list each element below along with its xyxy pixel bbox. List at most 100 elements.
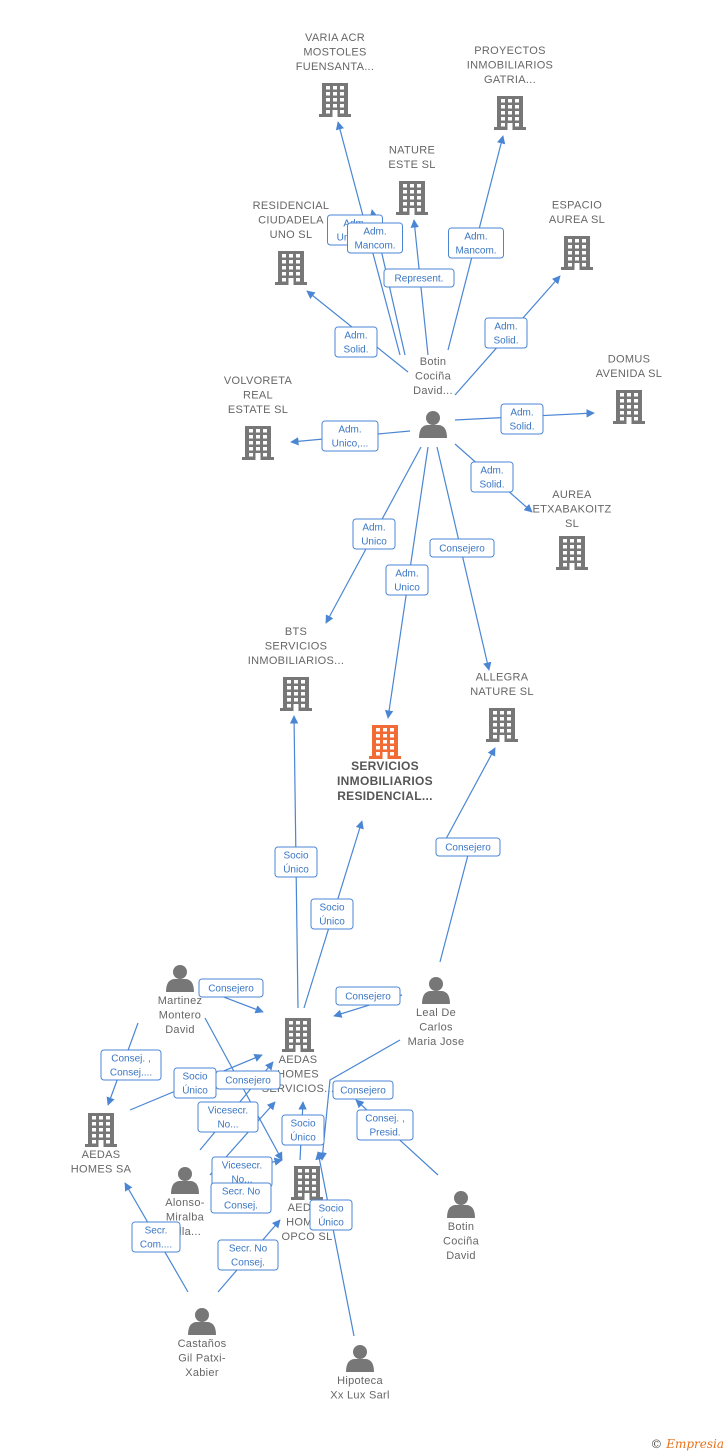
edge-label[interactable]: Consej. ,Presid. <box>356 1109 414 1141</box>
edge-line <box>436 446 492 671</box>
building-icon <box>291 1166 323 1200</box>
building-icon <box>613 390 645 424</box>
edge-label-text: Secr.Com.... <box>140 1226 172 1251</box>
edge-label-text: Represent. <box>395 274 444 285</box>
edge-label[interactable]: Adm.Unico,... <box>321 420 379 452</box>
building-icon <box>486 708 518 742</box>
edge-label[interactable]: Adm.Mancom. <box>347 222 403 254</box>
edge-label[interactable]: Adm.Solid. <box>334 326 378 358</box>
edge-label[interactable]: Consejero <box>435 837 501 857</box>
edge-label-text: Adm.Solid. <box>493 322 518 347</box>
building-icon <box>319 83 351 117</box>
edge-label[interactable]: Consejero <box>335 986 401 1006</box>
person-icon <box>171 1167 199 1194</box>
brand-name: Empresia <box>666 1437 724 1451</box>
edge-label-text: Adm.Unico <box>394 569 420 594</box>
building-icon <box>494 96 526 130</box>
edge-label-text: Adm.Solid. <box>479 466 504 491</box>
edge-label-text: Vicesecr.No... <box>208 1106 248 1131</box>
building-icon <box>280 677 312 711</box>
edge-label-text: Consejero <box>208 984 254 995</box>
edge-label[interactable]: Vicesecr.No... <box>197 1101 259 1133</box>
edge-label-text: Consejero <box>340 1086 386 1097</box>
edge-label-text: Consejero <box>445 843 491 854</box>
building-icon <box>369 725 401 759</box>
edge-label[interactable]: Consejero <box>332 1080 394 1100</box>
edge-label[interactable]: Consejero <box>429 538 495 558</box>
person-icon <box>188 1308 216 1335</box>
person-icon <box>346 1345 374 1372</box>
building-icon <box>242 426 274 460</box>
edge-label[interactable]: Consejero <box>215 1070 281 1090</box>
edge-label[interactable]: Vicesecr.No... <box>211 1156 273 1188</box>
edge-label-text: Adm.Mancom. <box>455 232 496 257</box>
edge-label[interactable]: Secr.Com.... <box>131 1221 181 1253</box>
edge-line <box>318 1039 401 1161</box>
edge-label[interactable]: Adm.Solid. <box>484 317 528 349</box>
edge-label-text: Adm.Unico <box>361 523 387 548</box>
person-icon <box>447 1191 475 1218</box>
edge-label[interactable]: Adm.Solid. <box>470 461 514 493</box>
footer-brand: © Empresia <box>650 1437 724 1451</box>
edge-label-text: Vicesecr.No... <box>222 1161 262 1186</box>
edge-label-text: Consej. ,Presid. <box>365 1114 404 1139</box>
person-icon <box>166 965 194 992</box>
edge-label[interactable]: Represent. <box>383 268 455 288</box>
edge-label[interactable]: Adm.Unico <box>385 564 429 596</box>
person-icon <box>419 411 447 438</box>
edge-label[interactable]: Adm.Mancom. <box>448 227 504 259</box>
building-icon <box>282 1018 314 1052</box>
edge-label-text: Adm.Mancom. <box>354 227 395 252</box>
edge-label[interactable]: Consejero <box>198 978 264 998</box>
edge-line <box>439 854 469 963</box>
edge-line <box>439 747 496 851</box>
edge-label[interactable]: Consej. ,Consej.... <box>100 1049 162 1081</box>
building-icon <box>561 236 593 270</box>
edge-label[interactable]: Adm.Solid. <box>500 403 544 435</box>
building-icon <box>556 536 588 570</box>
edge-label[interactable]: Adm.Unico <box>352 518 396 550</box>
